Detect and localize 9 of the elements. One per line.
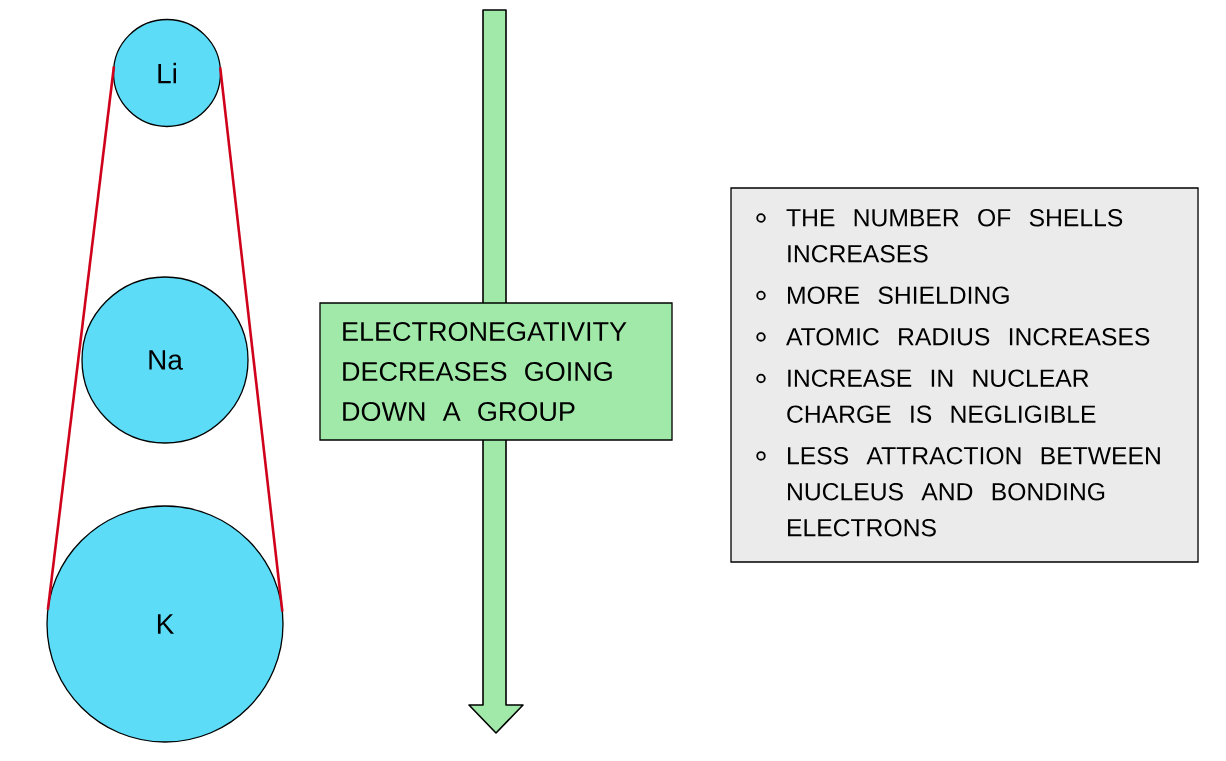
list-text: MORE SHIELDING	[788, 286, 1009, 304]
tangent-line	[218, 67, 284, 612]
tangent-line	[46, 66, 116, 610]
list-text: ATOMIC RADIUS INCREASES	[786, 327, 1150, 346]
text-box: ELECTRONEGATIVITY DECREASES GOING DOWN A GROUP	[319, 302, 673, 441]
info-box	[730, 187, 1199, 563]
list-text: THE NUMBER OF SHELLS INCREASES	[786, 209, 1123, 263]
list-text: INCREASE IN NUCLEAR CHARGE IS NEGLIGIBLE	[787, 369, 1096, 423]
list-text: LESS ATTRACTION BETWEEN NUCLEUS AND BONDING ELECTRONS	[788, 446, 1160, 537]
